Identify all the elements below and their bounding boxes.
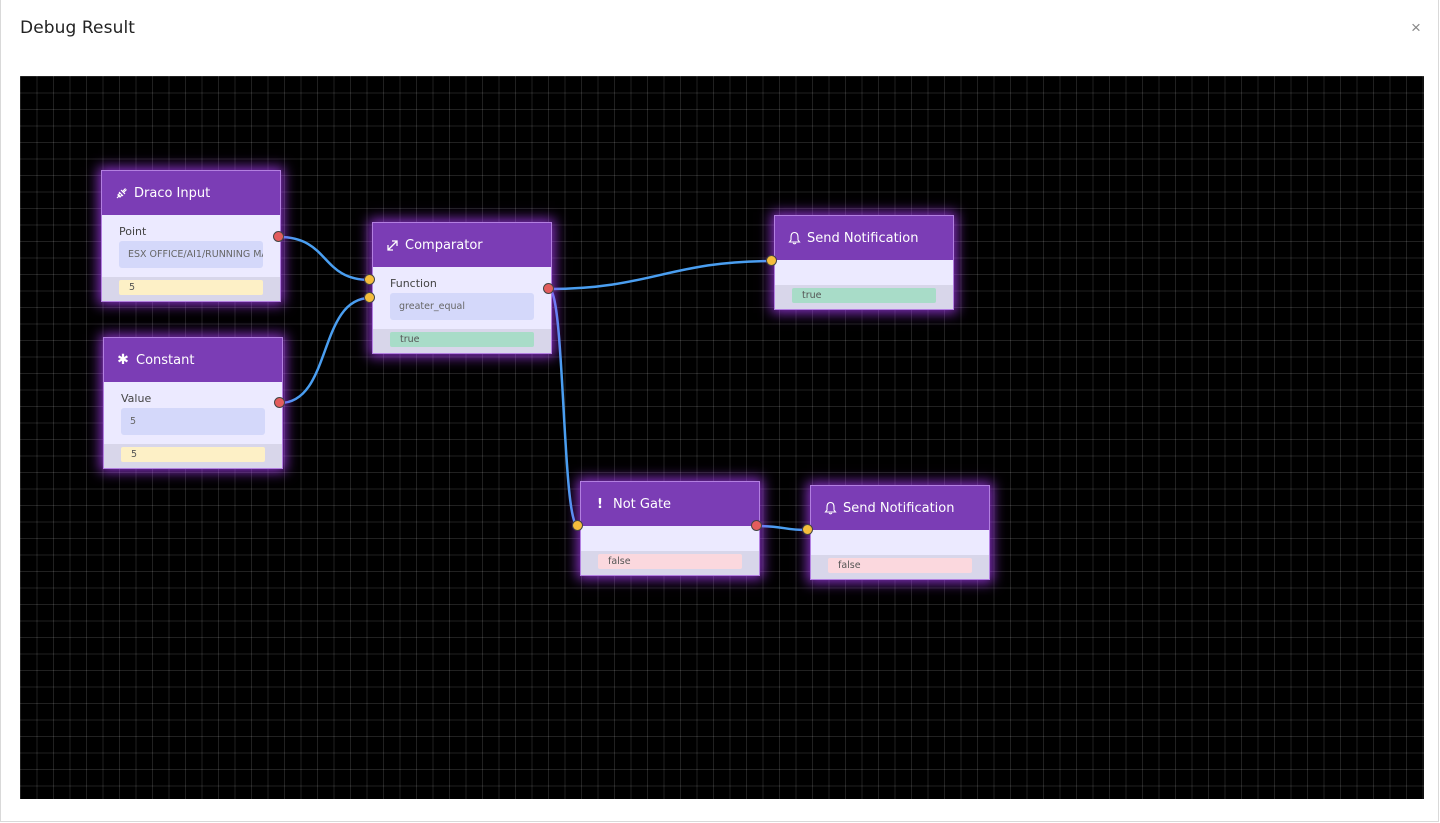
node-header[interactable]: Comparator [373,223,551,267]
notgate-output-port[interactable] [751,520,762,531]
output-value: 5 [121,447,265,462]
wire-comparator-to-notgate [547,287,580,528]
function-select[interactable]: greater_equal [390,293,534,320]
comparator-input-port-b[interactable] [364,292,375,303]
comparator-output-port[interactable] [543,283,554,294]
node-header[interactable]: Send Notification [775,216,953,260]
node-constant[interactable]: ✱ Constant Value 5 5 [103,337,283,469]
wire-notgate-to-notify [756,524,809,532]
output-value: true [792,288,936,303]
field-label: Value [121,392,152,405]
bell-icon [822,501,838,515]
node-send-notification[interactable]: Send Notification false [810,485,990,580]
node-title: Constant [136,352,195,368]
draco-output-port[interactable] [273,231,284,242]
node-title: Send Notification [843,500,955,516]
node-header[interactable]: ! Not Gate [581,482,759,526]
node-title: Send Notification [807,230,919,246]
wire-comparator-to-notify [548,259,773,291]
node-not-gate[interactable]: ! Not Gate false [580,481,760,576]
output-value: false [828,558,972,573]
notgate-input-port[interactable] [572,520,583,531]
node-draco-input[interactable]: Draco Input Point ESX OFFICE/AI1/RUNNING… [101,170,281,302]
node-title: Not Gate [613,496,672,512]
node-header[interactable]: ✱ Constant [104,338,282,382]
node-title: Comparator [405,237,483,253]
output-value: false [598,554,742,569]
field-label: Function [390,277,437,290]
value-input[interactable]: 5 [121,408,265,435]
wire-constant-to-comparator [279,296,371,405]
notify-input-port[interactable] [766,255,777,266]
point-input[interactable]: ESX OFFICE/AI1/RUNNING MA [119,241,263,268]
comparator-input-port-a[interactable] [364,274,375,285]
wire-draco-to-comparator [278,235,371,282]
node-header[interactable]: Draco Input [102,171,280,215]
node-comparator[interactable]: Comparator Function greater_equal true [372,222,552,354]
diagonal-arrows-icon [384,239,400,252]
node-header[interactable]: Send Notification [811,486,989,530]
asterisk-icon: ✱ [117,352,129,368]
dialog-title: Debug Result [20,18,136,38]
flow-canvas[interactable]: Draco Input Point ESX OFFICE/AI1/RUNNING… [20,76,1424,799]
close-icon[interactable]: × [1411,18,1421,37]
node-send-notification[interactable]: Send Notification true [774,215,954,310]
plug-icon [113,187,129,200]
notify2-input-port[interactable] [802,524,813,535]
field-label: Point [119,225,147,238]
node-title: Draco Input [134,185,211,201]
bell-icon [786,231,802,245]
output-value: true [390,332,534,347]
output-value: 5 [119,280,263,295]
exclamation-icon: ! [597,496,603,512]
constant-output-port[interactable] [274,397,285,408]
